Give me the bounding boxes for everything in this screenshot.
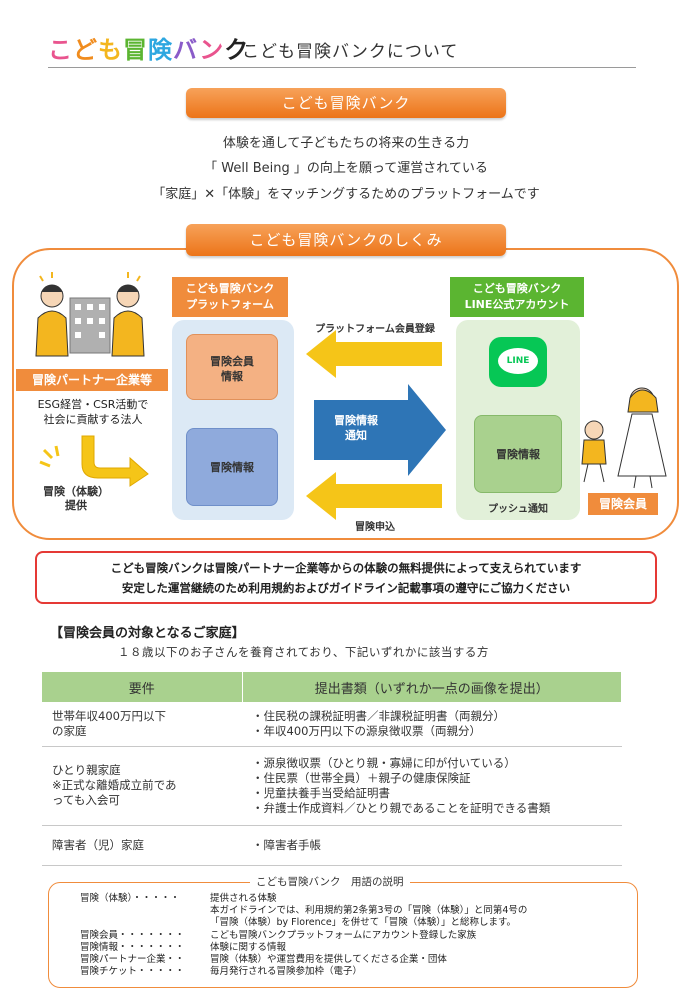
glossary-row: 「冒険（体験）by Florence」を併せて「冒険（体験）」と総称します。 bbox=[210, 917, 517, 928]
platform-heading: こども冒険バンク プラットフォーム bbox=[172, 277, 288, 317]
register-label: プラットフォーム会員登録 bbox=[315, 324, 435, 335]
table-header-documents: 提出書類（いずれか一点の画像を提出） bbox=[242, 672, 622, 702]
mechanism-heading: こども冒険バンクのしくみ bbox=[186, 224, 506, 256]
platform-adventure-info-box: 冒険情報 bbox=[186, 428, 278, 506]
glossary-row: 冒険会員・・・・・・・こども冒険バンクプラットフォームにアカウント登録した家族 bbox=[80, 930, 477, 941]
table-row: 世帯年収400万円以下 の家庭 ・住民税の課税証明書／非課税証明書（両親分） ・… bbox=[42, 702, 622, 747]
partner-company-tag: 冒険パートナー企業等 bbox=[16, 369, 168, 391]
line-logo-icon: LINE bbox=[489, 337, 547, 387]
table-row: 障害者（児）家庭 ・障害者手帳 bbox=[42, 825, 622, 866]
apply-label: 冒険申込 bbox=[355, 522, 395, 533]
member-family-illustration bbox=[581, 387, 667, 489]
eligibility-table: 要件 提出書類（いずれか一点の画像を提出） 世帯年収400万円以下 の家庭 ・住… bbox=[42, 672, 622, 866]
requirement-cell: ひとり親家庭 ※正式な離婚成立前であ っても入会可 bbox=[42, 746, 242, 826]
logo: こども冒険バンク bbox=[48, 36, 250, 64]
partner-people-illustration bbox=[35, 272, 145, 357]
notify-arrow-icon bbox=[314, 384, 446, 476]
requirement-cell: 世帯年収400万円以下 の家庭 bbox=[42, 702, 242, 747]
provide-label: 冒険（体験） 提供 bbox=[43, 485, 109, 512]
intro-line-1: 体験を通して子どもたちの将来の生きる力 bbox=[222, 136, 470, 151]
glossary-row: 冒険パートナー企業・・冒険（体験）や運営費用を提供してくださる企業・団体 bbox=[80, 954, 447, 965]
table-header-requirement: 要件 bbox=[42, 672, 243, 702]
eligibility-title: 【冒険会員の対象となるご家庭】 bbox=[50, 626, 245, 641]
line-account-heading: こども冒険バンク LINE公式アカウント bbox=[450, 277, 584, 317]
header-divider bbox=[48, 67, 636, 68]
glossary-title: こども冒険バンク 用語の説明 bbox=[250, 874, 410, 889]
member-tag: 冒険会員 bbox=[588, 493, 658, 515]
glossary-row: 冒険情報・・・・・・・体験に関する情報 bbox=[80, 942, 287, 953]
register-arrow-icon bbox=[306, 330, 442, 378]
intro-heading: こども冒険バンク bbox=[186, 88, 506, 118]
line-adventure-info-box: 冒険情報 bbox=[474, 415, 562, 493]
eligibility-subtitle: １８歳以下のお子さんを養育されており、下記いずれかに該当する方 bbox=[118, 645, 489, 659]
table-row: ひとり親家庭 ※正式な離婚成立前であ っても入会可 ・源泉徴収票（ひとり親・寡婦… bbox=[42, 746, 622, 826]
apply-arrow-icon bbox=[306, 472, 442, 520]
glossary-row: 冒険チケット・・・・・毎月発行される冒険参加枠（電子） bbox=[80, 966, 363, 977]
intro-line-3: 「家庭」✕「体験」をマッチングするためのプラットフォームです bbox=[152, 187, 540, 202]
line-logo-text: LINE bbox=[498, 348, 538, 374]
push-notice-label: プッシュ通知 bbox=[488, 504, 548, 515]
notify-label: 冒険情報 通知 bbox=[334, 414, 378, 442]
documents-cell: ・源泉徴収票（ひとり親・寡婦に印が付いている） ・住民票（世帯全員）＋親子の健康… bbox=[242, 746, 622, 826]
provide-arrow-icon bbox=[39, 435, 149, 487]
documents-cell: ・障害者手帳 bbox=[242, 825, 622, 866]
notice-line-2: 安定した運営継続のため利用規約およびガイドライン記載事項の遵守にご協力ください bbox=[121, 581, 571, 595]
notice-line-1: こども冒険バンクは冒険パートナー企業等からの体験の無料提供によって支えられていま… bbox=[110, 561, 582, 575]
glossary-row: 本ガイドラインでは、利用規約第2条第3号の「冒険（体験）」と同第4号の bbox=[210, 905, 528, 916]
member-info-box: 冒険会員 情報 bbox=[186, 334, 278, 400]
flow-arrows bbox=[306, 330, 446, 520]
glossary-row: 冒険（体験）・・・・・提供される体験 bbox=[80, 893, 277, 904]
support-notice: こども冒険バンクは冒険パートナー企業等からの体験の無料提供によって支えられていま… bbox=[35, 551, 657, 604]
partner-description: ESG経営・CSR活動で 社会に貢献する法人 bbox=[37, 398, 149, 426]
documents-cell: ・住民税の課税証明書／非課税証明書（両親分） ・年収400万円以下の源泉徴収票（… bbox=[242, 702, 622, 747]
intro-line-2: 「 Well Being 」の向上を願って運営されている bbox=[204, 161, 488, 176]
page-title: こども冒険バンクについて bbox=[242, 42, 459, 62]
requirement-cell: 障害者（児）家庭 bbox=[42, 825, 242, 866]
